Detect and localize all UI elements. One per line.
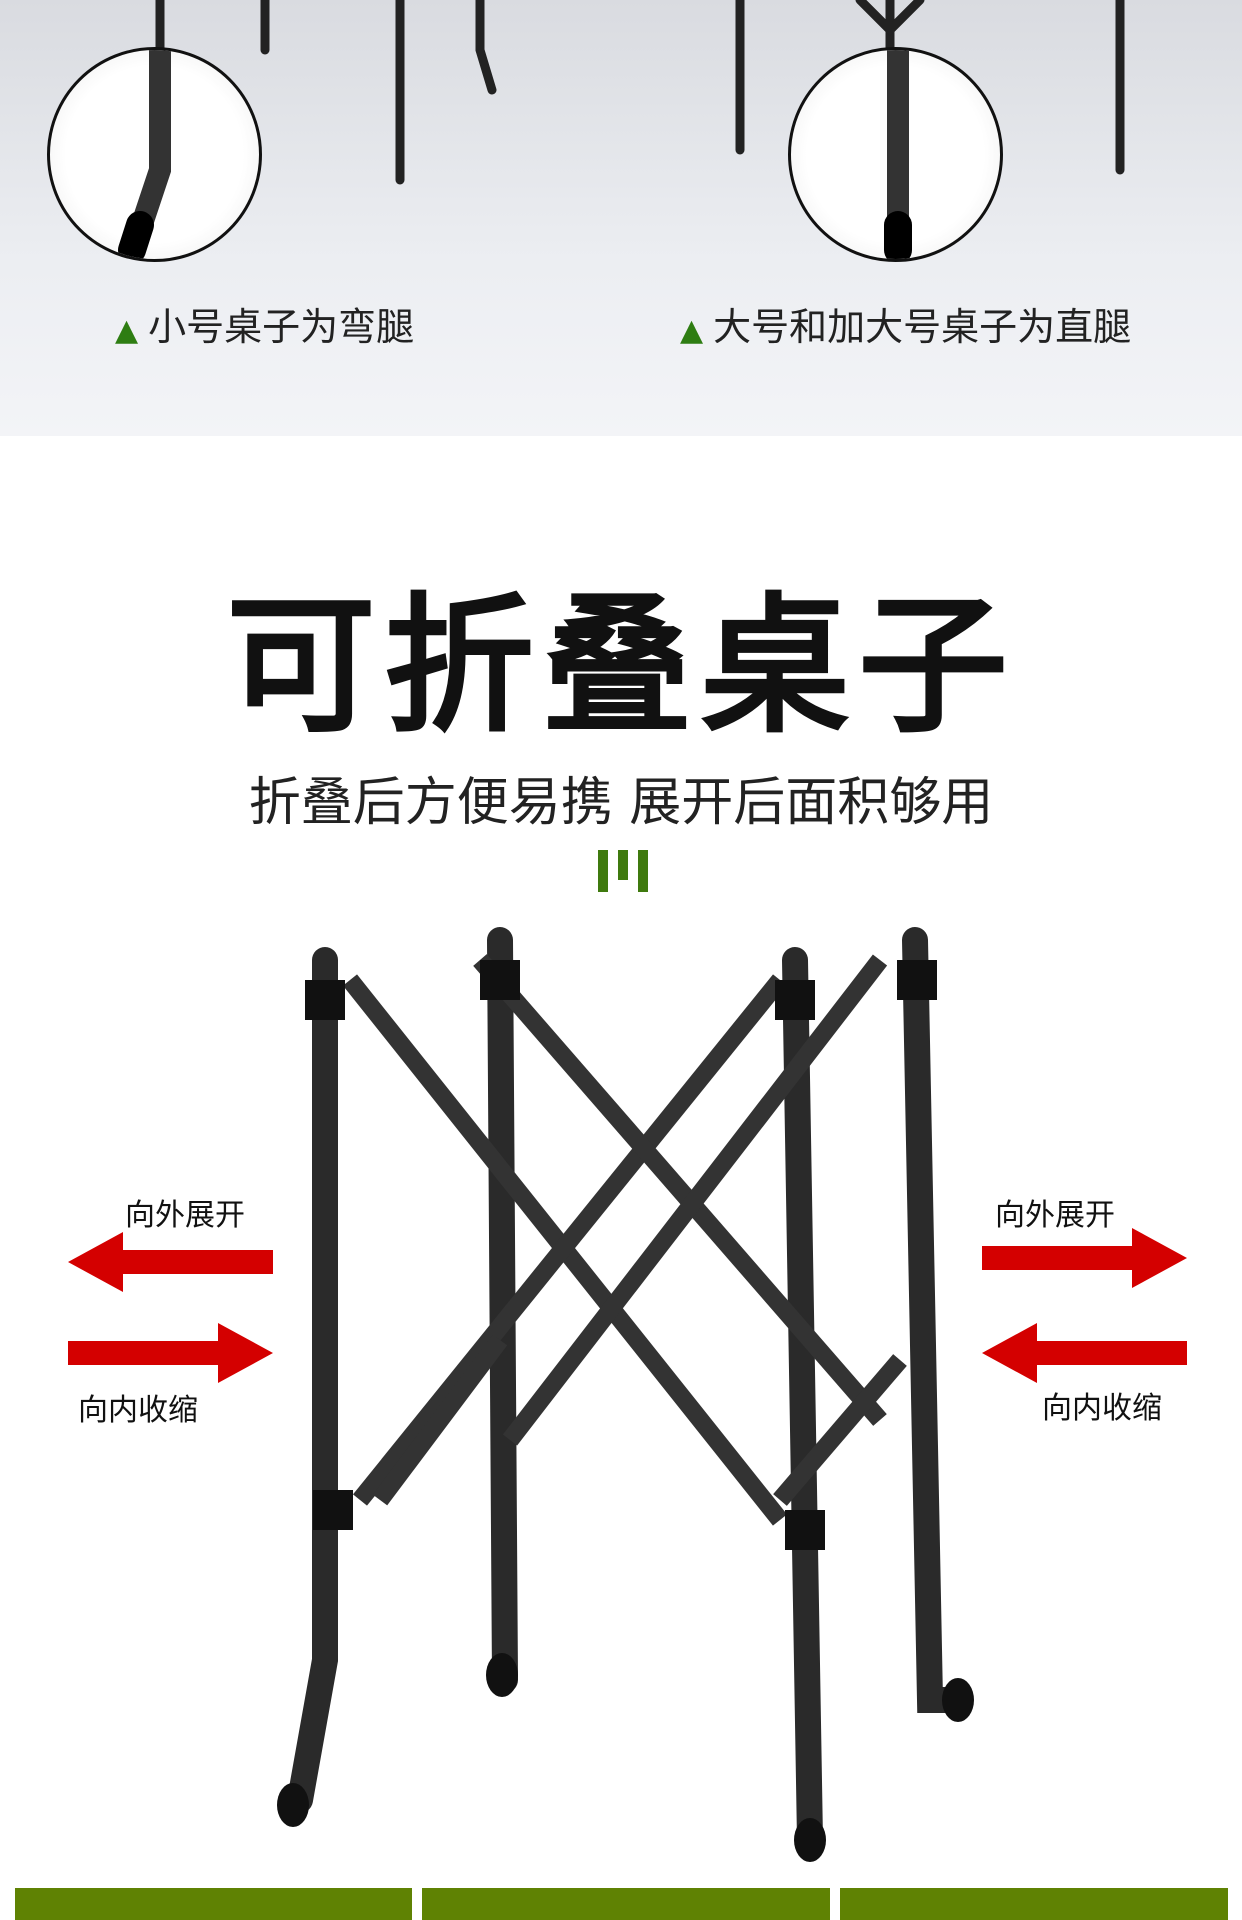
divider-icon bbox=[598, 850, 648, 892]
feature-tab-2 bbox=[422, 1888, 830, 1920]
arrow-right-icon bbox=[982, 1228, 1187, 1288]
caption-text: 小号桌子为弯腿 bbox=[148, 305, 415, 349]
label-expand-right: 向外展开 bbox=[995, 1198, 1115, 1233]
bent-leg-zoom bbox=[47, 47, 262, 262]
arrow-right-icon bbox=[68, 1323, 273, 1383]
caption-straight-leg: ▲ 大号和加大号桌子为直腿 bbox=[680, 296, 1131, 351]
arrow-left-icon bbox=[68, 1232, 273, 1292]
label-retract-right: 向内收缩 bbox=[1042, 1391, 1162, 1426]
leg-detail-banner: ▲ 小号桌子为弯腿 ▲ 大号和加大号桌子为直腿 bbox=[0, 0, 1242, 436]
feature-tab-3 bbox=[840, 1888, 1228, 1920]
caption-bent-leg: ▲ 小号桌子为弯腿 bbox=[115, 296, 414, 351]
folding-frame-photo bbox=[277, 927, 974, 1862]
triangle-icon: ▲ bbox=[680, 313, 704, 348]
triangle-icon: ▲ bbox=[115, 313, 139, 348]
label-retract-left: 向内收缩 bbox=[78, 1393, 198, 1428]
subtitle: 折叠后方便易携 展开后面积够用 bbox=[248, 773, 994, 833]
feature-tab-1 bbox=[15, 1888, 412, 1920]
label-expand-left: 向外展开 bbox=[125, 1198, 245, 1233]
caption-text: 大号和加大号桌子为直腿 bbox=[713, 305, 1132, 349]
arrow-left-icon bbox=[982, 1323, 1187, 1383]
straight-leg-zoom bbox=[788, 47, 1003, 262]
page-title: 可折叠桌子 bbox=[225, 580, 1016, 754]
